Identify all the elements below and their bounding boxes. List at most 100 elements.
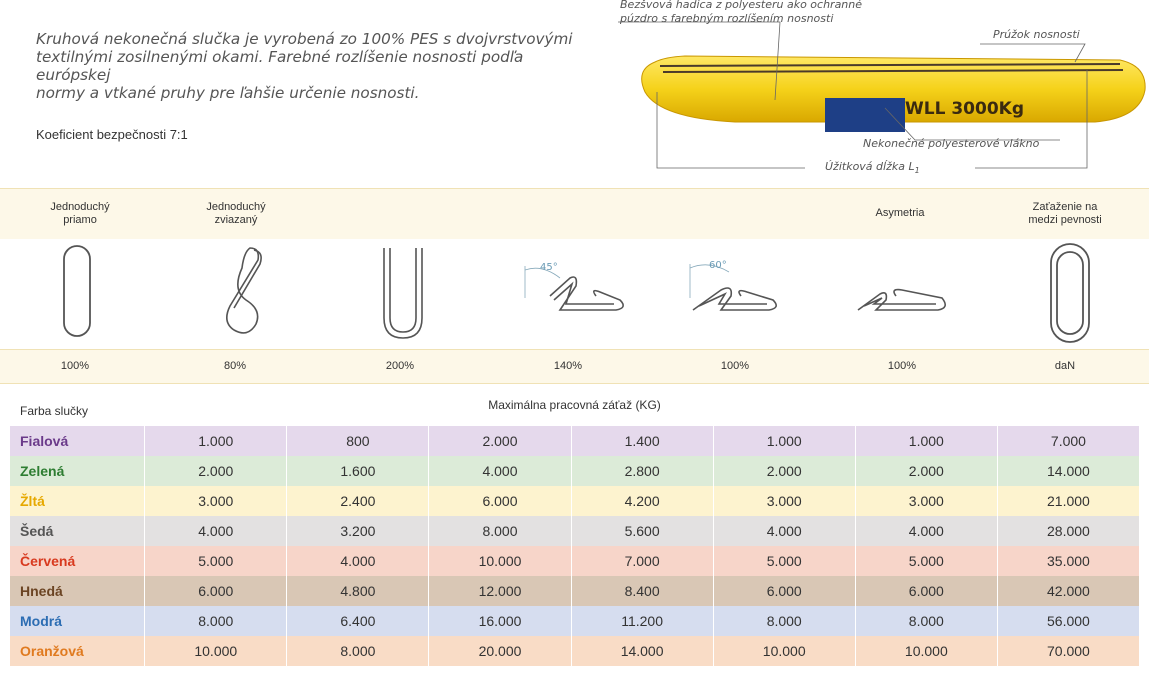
load-value: 2.800 bbox=[572, 456, 714, 486]
config-label: Zaťaženie na medzi pevnosti bbox=[995, 201, 1135, 227]
load-value: 1.000 bbox=[145, 426, 288, 456]
load-value: 1.000 bbox=[714, 426, 856, 456]
load-value: 1.400 bbox=[572, 426, 714, 456]
load-value: 3.000 bbox=[145, 486, 288, 516]
config-label: Jednoduchý zviazaný bbox=[176, 201, 296, 227]
load-value: 5.000 bbox=[145, 546, 288, 576]
config-label-line-1: Zaťaženie na bbox=[1032, 201, 1098, 213]
table-header: Farba slučky Maximálna pracovná záťaž (K… bbox=[0, 392, 1149, 424]
config-header-row: Jednoduchý priamo Jednoduchý zviazaný As… bbox=[0, 188, 1149, 239]
load-value: 10.000 bbox=[145, 636, 288, 666]
load-value: 6.000 bbox=[145, 576, 288, 606]
load-value: 5.000 bbox=[714, 546, 856, 576]
load-value: 1.600 bbox=[287, 456, 430, 486]
load-value: 16.000 bbox=[429, 606, 572, 636]
load-value: 56.000 bbox=[998, 606, 1140, 636]
config-label: Jednoduchý priamo bbox=[20, 201, 140, 227]
safety-factor: Koeficient bezpečnosti 7:1 bbox=[36, 127, 188, 142]
config-icons-row: 45° 60° bbox=[0, 238, 1149, 348]
intro-text: Kruhová nekonečná slučka je vyrobená zo … bbox=[36, 30, 596, 102]
u-basket-icon bbox=[383, 248, 423, 339]
load-value: 11.200 bbox=[572, 606, 714, 636]
load-value: 4.200 bbox=[572, 486, 714, 516]
load-value: 4.000 bbox=[429, 456, 572, 486]
load-value: 7.000 bbox=[572, 546, 714, 576]
load-value: 4.000 bbox=[145, 516, 288, 546]
color-name: Červená bbox=[10, 546, 146, 576]
load-value: 7.000 bbox=[998, 426, 1140, 456]
load-value: 3.000 bbox=[856, 486, 998, 516]
angle-45-label: 45° bbox=[540, 262, 558, 273]
config-percent: 100% bbox=[720, 360, 750, 372]
load-value: 4.000 bbox=[856, 516, 998, 546]
breaking-load-icon bbox=[1050, 243, 1090, 343]
load-value: 8.000 bbox=[287, 636, 430, 666]
load-value: 8.400 bbox=[572, 576, 714, 606]
label-stripe: Prúžok nosnosti bbox=[993, 28, 1080, 41]
color-name: Zelená bbox=[10, 456, 146, 486]
wll-label-patch bbox=[825, 98, 905, 132]
load-value: 4.800 bbox=[287, 576, 430, 606]
angle-60-label: 60° bbox=[709, 260, 727, 271]
color-name: Žltá bbox=[10, 486, 146, 516]
load-value: 42.000 bbox=[998, 576, 1140, 606]
label-length: Úžitková dĺžka L1 bbox=[825, 160, 920, 176]
label-hose-1: Bezšvová hadica z polyesteru ako ochrann… bbox=[620, 0, 863, 11]
config-label-line-2: medzi pevnosti bbox=[1028, 214, 1102, 226]
load-value: 3.200 bbox=[287, 516, 430, 546]
wll-text: WLL 3000Kg bbox=[905, 99, 1024, 119]
load-value: 2.400 bbox=[287, 486, 430, 516]
load-value: 800 bbox=[287, 426, 430, 456]
straight-loop-icon bbox=[63, 245, 91, 337]
choke-hitch-icon bbox=[226, 247, 262, 334]
sling-illustration: WLL 3000Kg bbox=[618, 21, 1146, 169]
config-percent: daN bbox=[1054, 360, 1076, 372]
color-header: Farba slučky bbox=[20, 404, 89, 418]
color-name: Fialová bbox=[10, 426, 146, 456]
load-value: 2.000 bbox=[714, 456, 856, 486]
load-value: 70.000 bbox=[998, 636, 1140, 666]
config-percent: 100% bbox=[887, 360, 917, 372]
load-value: 21.000 bbox=[998, 486, 1140, 516]
intro-line: Kruhová nekonečná slučka je vyrobená zo … bbox=[36, 30, 573, 48]
config-label-line-1: Jednoduchý bbox=[206, 201, 266, 213]
load-value: 5.000 bbox=[856, 546, 998, 576]
config-label-line-2: priamo bbox=[63, 214, 97, 226]
intro-line: textilnými zosilnenými okami. Farebné ro… bbox=[36, 48, 524, 84]
config-percent-row: 100% 80% 200% 140% 100% 100% daN bbox=[0, 349, 1149, 384]
load-value: 8.000 bbox=[714, 606, 856, 636]
load-value: 35.000 bbox=[998, 546, 1140, 576]
load-value: 4.000 bbox=[714, 516, 856, 546]
load-value: 8.000 bbox=[429, 516, 572, 546]
load-value: 14.000 bbox=[572, 636, 714, 666]
load-value: 5.600 bbox=[572, 516, 714, 546]
config-label-asymmetry: Asymetria bbox=[875, 207, 925, 219]
config-percent: 100% bbox=[60, 360, 90, 372]
load-value: 2.000 bbox=[429, 426, 572, 456]
load-value: 8.000 bbox=[856, 606, 998, 636]
load-value: 6.000 bbox=[856, 576, 998, 606]
config-percent: 80% bbox=[223, 360, 247, 372]
color-name: Hnedá bbox=[10, 576, 146, 606]
intro-line: normy a vtkané pruhy pre ľahšie určenie … bbox=[36, 84, 420, 102]
load-value: 3.000 bbox=[714, 486, 856, 516]
load-value: 10.000 bbox=[429, 546, 572, 576]
color-name: Modrá bbox=[10, 606, 146, 636]
label-fiber: Nekonečné polyesterové vlákno bbox=[863, 137, 1040, 150]
load-value: 20.000 bbox=[429, 636, 572, 666]
load-value: 6.400 bbox=[287, 606, 430, 636]
load-value: 1.000 bbox=[856, 426, 998, 456]
color-name: Šedá bbox=[10, 516, 146, 546]
load-value: 10.000 bbox=[856, 636, 998, 666]
max-load-header: Maximálna pracovná záťaž (KG) bbox=[488, 398, 661, 412]
config-percent: 200% bbox=[385, 360, 415, 372]
config-percent: 140% bbox=[553, 360, 583, 372]
